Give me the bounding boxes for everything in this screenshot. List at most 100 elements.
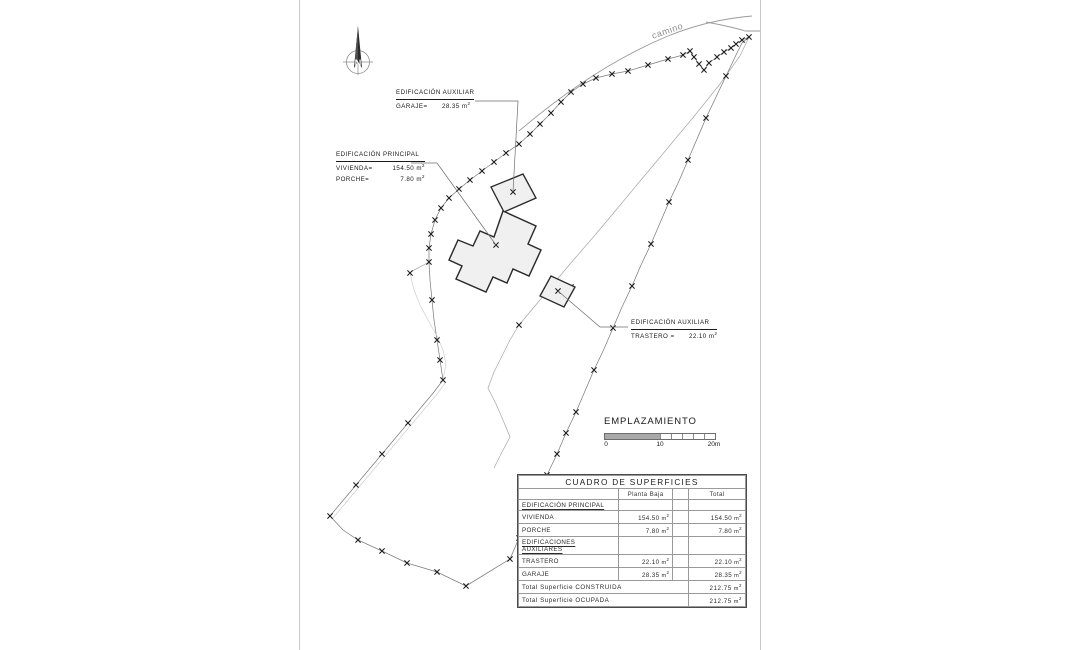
row-total-unit-exp-porche: 2 [739, 525, 742, 531]
annotation-porche-unit: m [416, 175, 422, 183]
table-section-header: EDIFICACIÓN PRINCIPAL [518, 499, 746, 511]
annotation-vivienda-label: VIVIENDA= [336, 165, 373, 173]
north-arrow-icon: N [339, 24, 377, 76]
scale-block: EMPLAZAMIENTO 0 10 20m [604, 416, 734, 452]
annotation-porche-row: PORCHE= 7.80 m2 [336, 174, 425, 185]
total-unit-exp-construida: 2 [739, 582, 742, 588]
row-pb-unit-exp-trastero: 2 [666, 556, 670, 562]
row-total-unit-trastero: m [734, 559, 740, 566]
row-total-value-porche: 7.80 [718, 527, 733, 535]
annotation-porche-unit-exponent: 2 [421, 173, 425, 179]
annotation-trastero-unit: m [708, 333, 715, 341]
row-pb-unit-exp-porche: 2 [666, 525, 670, 531]
row-pb-unit-trastero: m [661, 559, 667, 566]
row-gap [672, 567, 690, 582]
annotation-principal-title: EDIFICACIÓN PRINCIPAL [336, 150, 425, 162]
scale-label-10: 10 [656, 441, 664, 448]
table-section-header: EDIFICACIONES AUXILIARES [518, 536, 746, 556]
drawing-title-emplazamiento: EMPLAZAMIENTO [604, 416, 697, 427]
annotation-porche-label: PORCHE= [336, 175, 370, 183]
annotation-trastero-label: TRASTERO = [631, 333, 675, 341]
section-cell-gap [672, 536, 690, 556]
surface-table-title-row: CUADRO DE SUPERFICIES [518, 475, 746, 489]
section-cell-blank [617, 536, 674, 556]
sheet-border-left [299, 0, 300, 650]
row-label-vivienda: VIVIENDA [518, 509, 619, 525]
scale-label-0: 0 [604, 441, 608, 448]
annotation-vivienda-unit: m [416, 165, 422, 173]
annotation-vivienda-row: VIVIENDA= 154.50 m2 [336, 163, 425, 174]
row-pb-value-porche: 7.80 [645, 527, 660, 535]
surface-table-header-row: Planta Baja Total [518, 488, 746, 500]
north-arrow-label: N [355, 58, 362, 68]
column-header-gap [672, 488, 690, 500]
annotation-vivienda-value: 154.50 [392, 165, 415, 173]
row-total-unit-exp-vivienda: 2 [739, 512, 742, 518]
row-pb-unit-exp-vivienda: 2 [666, 512, 670, 518]
row-gap [672, 554, 690, 569]
annotation-trastero-title: EDIFICACIÓN AUXILIAR [631, 318, 718, 330]
section-cell-blank-total [688, 536, 746, 556]
annotation-principal: EDIFICACIÓN PRINCIPAL VIVIENDA= 154.50 m… [336, 150, 425, 184]
total-number-ocupada: 212.75 [709, 597, 732, 605]
row-pb-unit-garaje: m [661, 572, 667, 579]
scale-bar-fill [605, 434, 660, 439]
row-total-value-vivienda: 154.50 [710, 514, 733, 522]
sheet-border-right [760, 0, 761, 650]
scale-tick-minor [704, 434, 705, 439]
scale-label-20: 20m [707, 441, 721, 448]
row-total-unit-exp-trastero: 2 [739, 556, 742, 562]
total-number-construida: 212.75 [709, 584, 732, 592]
row-pb-unit-exp-garaje: 2 [666, 569, 670, 575]
scale-labels: 0 10 20m [604, 441, 734, 452]
total-unit-construida: m [733, 585, 739, 592]
section-name-auxiliares: EDIFICACIONES AUXILIARES [522, 538, 576, 553]
total-label-construida: Total Superficie CONSTRUIDA [517, 580, 690, 595]
annotation-trastero-value: 22.10 [688, 333, 707, 341]
road-camino [518, 15, 760, 132]
row-gap [672, 523, 690, 538]
building-vivienda [448, 210, 542, 293]
row-pb-unit-porche: m [661, 528, 667, 535]
annotation-garaje-title: EDIFICACIÓN AUXILIAR [396, 88, 475, 100]
row-pb-value-trastero: 22.10 [641, 558, 660, 566]
building-garaje [490, 173, 537, 213]
row-gap [672, 509, 690, 525]
annotation-porche-value: 7.80 [400, 175, 415, 183]
annotation-garaje: EDIFICACIÓN AUXILIAR GARAJE= 28.35 m2 [396, 88, 475, 112]
annotation-trastero: EDIFICACIÓN AUXILIAR TRASTERO = 22.10 m2 [631, 318, 718, 342]
scale-bar [604, 433, 716, 440]
row-total-value-garaje: 28.35 [714, 571, 733, 579]
column-header-total: Total [688, 488, 746, 500]
row-total-unit-porche: m [734, 528, 740, 535]
row-total-value-trastero: 22.10 [714, 558, 733, 566]
row-label-porche: PORCHE [518, 523, 619, 538]
section-cell-blank-total [688, 499, 746, 511]
total-unit-ocupada: m [733, 598, 739, 605]
row-pb-unit-vivienda: m [661, 515, 667, 522]
scale-tick-minor [671, 434, 672, 439]
section-cell-blank [617, 499, 674, 511]
annotation-garaje-row: GARAJE= 28.35 m2 [396, 101, 474, 112]
row-pb-value-garaje: 28.35 [641, 571, 660, 579]
annotation-trastero-unit-exponent: 2 [714, 331, 718, 337]
column-header-planta-baja: Planta Baja [617, 488, 674, 500]
annotation-garaje-unit-exponent: 2 [467, 101, 471, 107]
surface-table-title: CUADRO DE SUPERFICIES [518, 475, 746, 489]
scale-tick-minor [693, 434, 694, 439]
total-unit-exp-ocupada: 2 [739, 595, 742, 601]
